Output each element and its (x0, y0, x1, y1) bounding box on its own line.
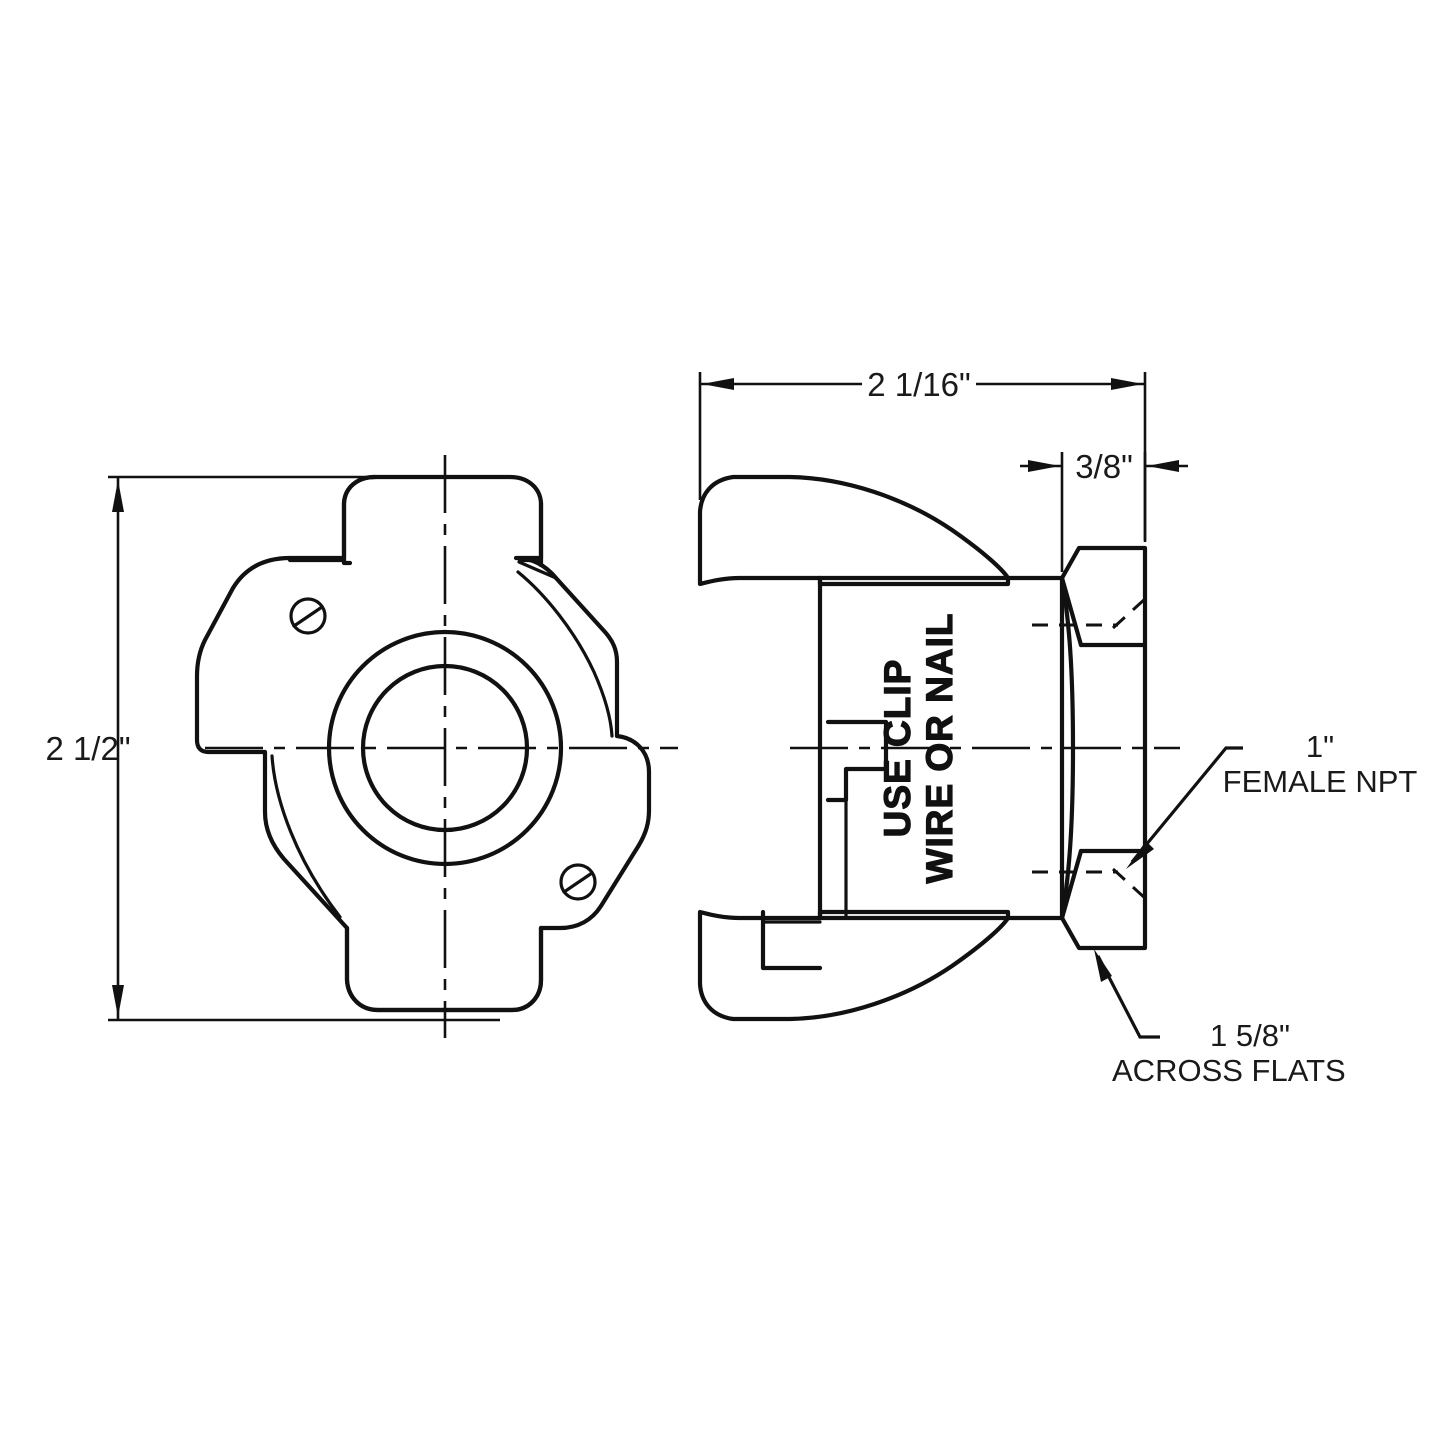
side-center-lug (825, 719, 889, 803)
side-hex-corner-lower (1059, 848, 1084, 921)
side-lower-notch (760, 909, 823, 971)
height-arrow-top (112, 480, 124, 512)
flats-leader-arrow (1094, 949, 1112, 982)
side-hex-corner-upper (1059, 575, 1084, 648)
embossed-text-line2: WIRE OR NAIL (919, 613, 960, 884)
embossed-text-line1: USE CLIP (877, 659, 918, 838)
front-top-wing-step (517, 560, 619, 737)
callout-female-npt: 1" FEMALE NPT (1126, 729, 1417, 869)
thickness-dim-label: 3/8" (1075, 448, 1133, 485)
length-arrow-left (702, 378, 734, 390)
flats-callout-line2: ACROSS FLATS (1112, 1053, 1346, 1088)
length-arrow-right (1111, 378, 1143, 390)
front-upper-wing (341, 474, 378, 566)
side-hidden-chamfer-lower (1111, 867, 1148, 901)
length-dim-label: 2 1/16" (867, 366, 970, 403)
side-hidden-chamfer-upper (1111, 596, 1148, 630)
front-hole-upper-left-icon (289, 597, 327, 635)
npt-leader-line (1130, 746, 1243, 864)
thickness-arrow-right (1147, 460, 1179, 472)
front-hole-lower-right-chamfer (562, 871, 594, 894)
flats-callout-line1: 1 5/8" (1210, 1018, 1290, 1053)
dimension-hex-thickness: 3/8" (1020, 448, 1188, 572)
front-body-outline (194, 474, 652, 1013)
side-lower-wing (697, 909, 1011, 1022)
npt-leader-arrow (1126, 841, 1154, 869)
front-hole-upper-left-chamfer (292, 605, 324, 628)
front-bottom-wing-step (263, 750, 349, 930)
side-view: USE CLIP WIRE OR NAIL (697, 474, 1180, 1022)
front-view (194, 455, 678, 1038)
thickness-arrow-left (1028, 460, 1060, 472)
callout-across-flats: 1 5/8" ACROSS FLATS (1094, 949, 1346, 1088)
height-dim-label: 2 1/2" (45, 730, 130, 767)
front-bottom-wing-step-inner (270, 754, 342, 919)
npt-callout-line2: FEMALE NPT (1223, 764, 1418, 799)
side-upper-wing (697, 474, 1011, 587)
dimension-overall-height: 2 1/2" (45, 475, 500, 1022)
embossed-text-group: USE CLIP WIRE OR NAIL (876, 612, 960, 884)
flats-leader-line (1096, 955, 1160, 1039)
front-hole-lower-right-icon (559, 863, 597, 901)
height-arrow-bottom (112, 985, 124, 1017)
npt-callout-line1: 1" (1306, 729, 1334, 764)
front-top-wing-step-inner (516, 570, 614, 738)
